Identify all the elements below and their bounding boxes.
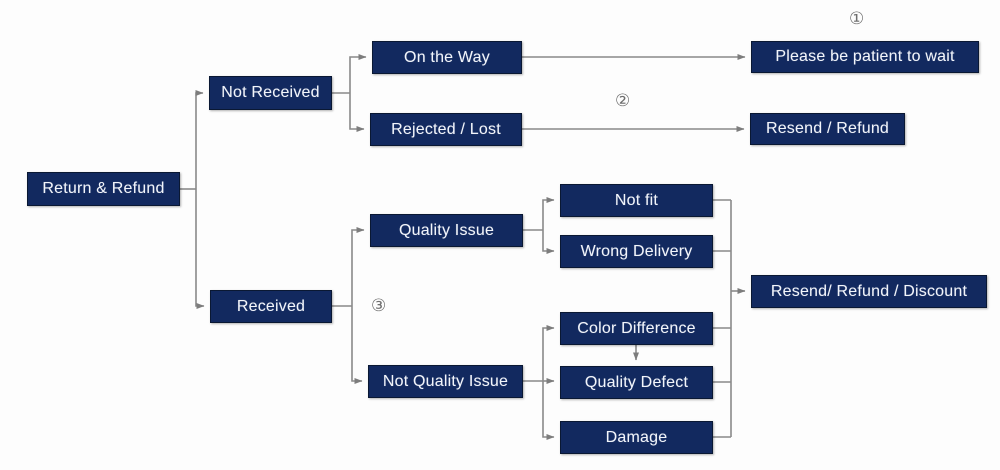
marker-label: ② [615, 91, 631, 110]
node-return-refund[interactable]: Return & Refund [27, 172, 180, 206]
node-label: Resend/ Refund / Discount [770, 282, 968, 300]
node-quality-defect[interactable]: Quality Defect [560, 366, 713, 399]
edge-nr-rejected [349, 93, 365, 132]
marker-label: ① [849, 9, 865, 28]
node-quality-issue[interactable]: Quality Issue [370, 214, 523, 247]
node-label: Resend / Refund [765, 120, 890, 137]
edge-nr-ontheway [349, 54, 367, 93]
edge-root-received [195, 189, 205, 309]
node-wrong-delivery[interactable]: Wrong Delivery [560, 235, 713, 268]
edge-nq-colordiff [542, 325, 555, 381]
marker-two: ② [615, 92, 630, 109]
node-label: On the Way [404, 48, 490, 66]
node-label: Wrong Delivery [580, 242, 693, 260]
node-not-quality-issue[interactable]: Not Quality Issue [368, 365, 523, 398]
edge-recv-quality [351, 227, 365, 306]
node-label: Return & Refund [42, 180, 165, 197]
node-resend-refund-discount[interactable]: Resend/ Refund / Discount [751, 275, 987, 308]
node-not-received[interactable]: Not Received [209, 76, 332, 110]
node-on-the-way[interactable]: On the Way [372, 41, 522, 74]
marker-label: ③ [371, 296, 387, 315]
edge-quality-wrongdel [542, 230, 555, 254]
node-label: Color Difference [577, 319, 696, 337]
node-label: Quality Defect [584, 373, 689, 391]
node-rejected-lost[interactable]: Rejected / Lost [370, 113, 522, 146]
edge-nq-damage [542, 381, 555, 440]
node-label: Not fit [614, 191, 659, 209]
edge-quality-notfit [542, 197, 555, 230]
node-label: Please be patient to wait [775, 48, 955, 65]
node-label: Not Quality Issue [382, 372, 509, 390]
node-label: Quality Issue [398, 221, 495, 239]
node-received[interactable]: Received [210, 290, 332, 323]
node-damage[interactable]: Damage [560, 421, 713, 454]
node-please-be-patient-to-wait[interactable]: Please be patient to wait [751, 41, 979, 73]
node-label: Received [236, 297, 306, 315]
edge-recv-notquality [351, 306, 363, 384]
node-label: Rejected / Lost [391, 120, 501, 138]
marker-three: ③ [371, 297, 386, 314]
edge-root-not-received [195, 90, 204, 189]
marker-one: ① [849, 10, 864, 27]
node-color-difference[interactable]: Color Difference [560, 312, 713, 345]
node-label: Not Received [221, 84, 320, 101]
node-resend-refund[interactable]: Resend / Refund [750, 113, 905, 145]
node-label: Damage [605, 428, 668, 446]
node-not-fit[interactable]: Not fit [560, 184, 713, 217]
